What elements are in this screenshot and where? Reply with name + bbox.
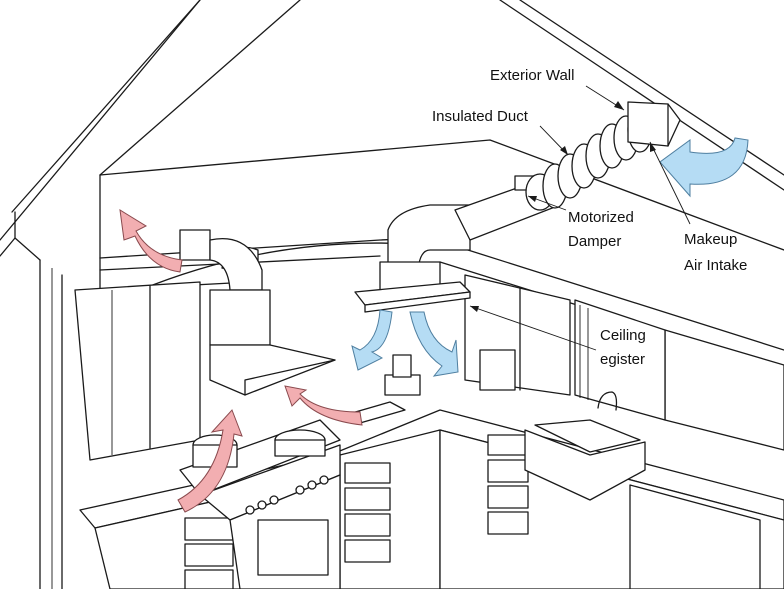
makeup-arrow-right	[409, 311, 459, 377]
exhaust-arrow-range	[284, 385, 363, 426]
label-damper: Damper	[568, 233, 621, 250]
label-register: egister	[600, 351, 645, 368]
exhaust-arrow-pot	[177, 409, 243, 513]
diagram-labels: Exterior Wall Insulated Duct Motorized D…	[432, 67, 747, 368]
label-motorized: Motorized	[568, 209, 634, 226]
window	[574, 299, 666, 421]
label-ceiling: Ceiling	[600, 327, 646, 344]
makeup-arrow-intake	[659, 137, 749, 198]
leader-lines	[469, 85, 691, 351]
range-hood	[179, 229, 336, 396]
makeup-arrow-left	[351, 309, 393, 371]
ductwork	[354, 101, 681, 313]
label-insulated-duct: Insulated Duct	[432, 108, 529, 125]
appliances	[384, 349, 516, 396]
label-exterior-wall: Exterior Wall	[490, 67, 574, 84]
makeup-air-arrows	[351, 137, 749, 377]
exhaust-air-arrows	[119, 209, 363, 513]
exhaust-arrow-roof	[119, 209, 183, 273]
label-air-intake: Air Intake	[684, 257, 747, 274]
label-makeup: Makeup	[684, 231, 737, 248]
